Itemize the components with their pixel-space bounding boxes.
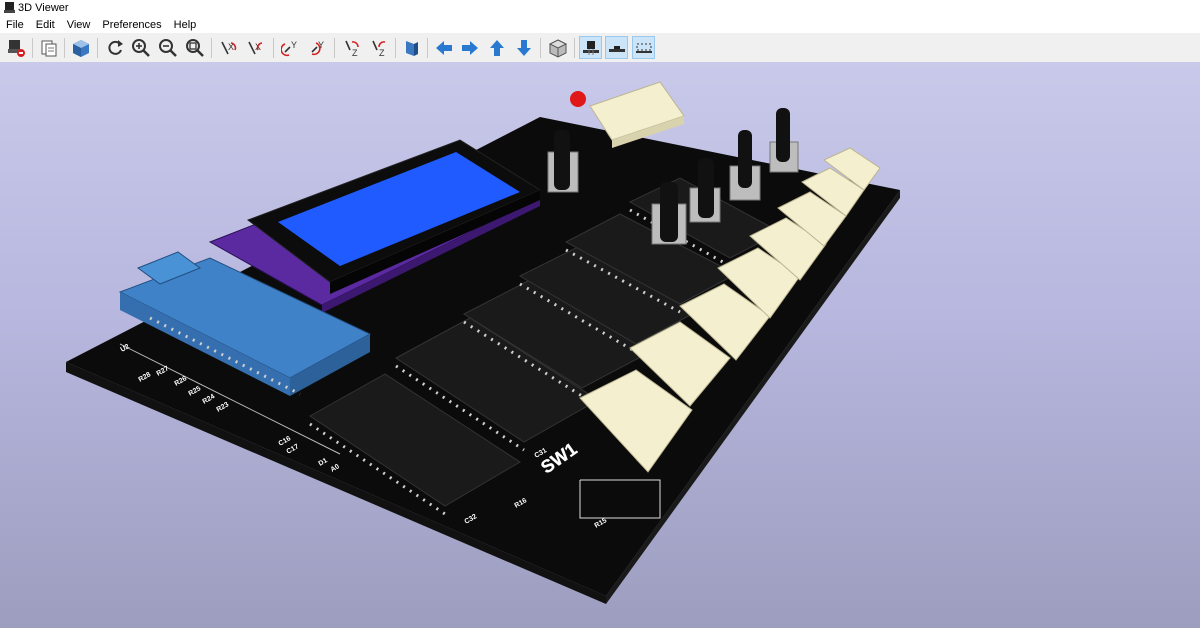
title-bar: 3D Viewer xyxy=(0,0,1200,17)
3d-viewport[interactable]: SW1 R28 R27 R26 R25 R24 R23 C16 C17 D1 A… xyxy=(0,62,1200,628)
potentiometers xyxy=(547,108,799,245)
zoom-out-icon xyxy=(158,38,177,57)
svg-text:Y: Y xyxy=(318,40,324,50)
rotate-x-cw-icon: X xyxy=(220,41,236,54)
rotate-x-ccw-button[interactable]: X xyxy=(244,36,267,59)
zoom-in-icon xyxy=(131,38,150,57)
copy-image-icon xyxy=(41,40,56,56)
menu-help[interactable]: Help xyxy=(173,19,197,31)
zoom-in-button[interactable] xyxy=(129,36,152,59)
ic-chips xyxy=(309,177,782,507)
pan-left-button[interactable] xyxy=(432,36,455,59)
zoom-fit-button[interactable] xyxy=(183,36,206,59)
menu-preferences[interactable]: Preferences xyxy=(102,19,162,31)
menu-bar: File Edit View Preferences Help xyxy=(0,17,1200,33)
app-icon xyxy=(4,2,15,13)
toolbar: X X Y Y Z Z xyxy=(0,33,1200,63)
button-cap xyxy=(579,369,693,473)
zoom-fit-icon xyxy=(185,38,204,57)
svg-text:Z: Z xyxy=(379,48,385,58)
svg-text:A0: A0 xyxy=(330,463,341,474)
usb-connector xyxy=(136,251,202,285)
silkscreen-outline xyxy=(579,479,661,519)
show-tht-button[interactable] xyxy=(579,36,602,59)
rotate-z-cw-button[interactable]: Z xyxy=(340,36,363,59)
button-caps xyxy=(579,147,881,473)
pcb-board-edge-right xyxy=(606,190,900,604)
svg-text:D1: D1 xyxy=(318,457,329,468)
button-cap xyxy=(823,147,881,191)
pan-down-button[interactable] xyxy=(512,36,535,59)
show-tht-icon xyxy=(582,40,599,55)
rotate-x-cw-button[interactable]: X xyxy=(217,36,240,59)
ic-chip xyxy=(309,373,521,507)
pcb-board-edge xyxy=(66,362,606,604)
flip-board-button[interactable] xyxy=(400,36,423,59)
show-smd-button[interactable] xyxy=(605,36,628,59)
pan-down-icon xyxy=(516,39,531,56)
rotate-y-ccw-button[interactable]: Y xyxy=(306,36,329,59)
pan-left-icon xyxy=(435,40,452,55)
pan-right-icon xyxy=(461,40,478,55)
board-view-icon xyxy=(72,39,89,57)
rotate-z-ccw-button[interactable]: Z xyxy=(367,36,390,59)
rotate-y-cw-button[interactable]: Y xyxy=(279,36,302,59)
lcd-screen xyxy=(278,152,520,266)
rotate-x-ccw-icon: X xyxy=(247,41,262,54)
window-title: 3D Viewer xyxy=(18,2,69,14)
copy-button[interactable] xyxy=(37,36,60,59)
render-button[interactable] xyxy=(4,36,27,59)
ortho-toggle-icon xyxy=(548,38,567,58)
menu-view[interactable]: View xyxy=(66,19,91,31)
rotate-y-ccw-icon: Y xyxy=(310,40,324,55)
pan-right-button[interactable] xyxy=(458,36,481,59)
red-led xyxy=(570,91,586,107)
show-virtual-button[interactable] xyxy=(632,36,655,59)
pan-up-icon xyxy=(489,39,504,56)
show-smd-icon xyxy=(608,45,625,52)
zoom-out-button[interactable] xyxy=(156,36,179,59)
show-virtual-icon xyxy=(635,43,652,53)
pan-up-button[interactable] xyxy=(485,36,508,59)
svg-text:X: X xyxy=(228,42,234,52)
svg-text:Z: Z xyxy=(352,48,358,58)
button-cap xyxy=(629,321,731,407)
refresh-icon xyxy=(107,39,123,55)
svg-text:U2: U2 xyxy=(120,343,131,354)
rotate-y-cw-icon: Y xyxy=(280,40,297,56)
rotate-z-cw-icon: Z xyxy=(344,40,359,58)
svg-text:Y: Y xyxy=(291,40,297,50)
refresh-button[interactable] xyxy=(103,36,126,59)
flip-board-icon xyxy=(405,40,418,56)
menu-file[interactable]: File xyxy=(6,19,24,31)
ortho-toggle-button[interactable] xyxy=(546,36,569,59)
pcb-3d-render: SW1 R28 R27 R26 R25 R24 R23 C16 C17 D1 A… xyxy=(66,81,900,604)
board-view-button[interactable] xyxy=(69,36,92,59)
render-realtime-icon xyxy=(7,39,25,57)
menu-edit[interactable]: Edit xyxy=(35,19,55,31)
rotate-z-ccw-icon: Z xyxy=(371,40,385,58)
